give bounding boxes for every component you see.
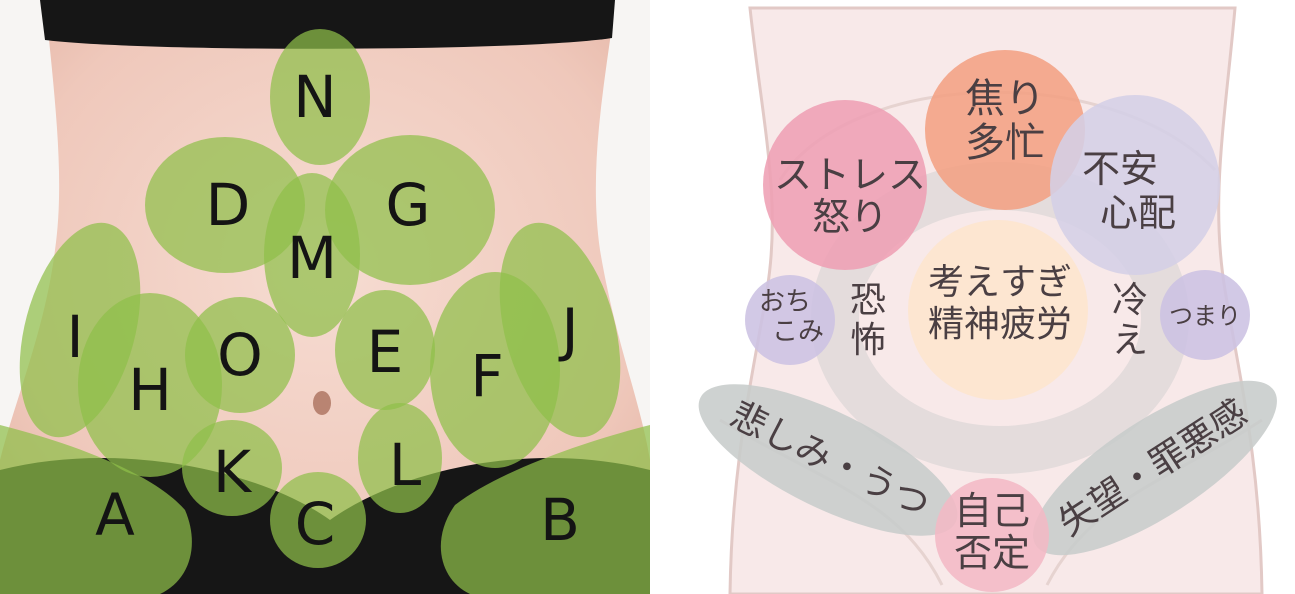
emotion-map-svg: 焦り 多忙 ストレス 怒り 不安 心配 考えすぎ 精神疲労 おち こみ 恐 怖 … bbox=[650, 0, 1295, 594]
label-fear-2: 怖 bbox=[850, 320, 886, 361]
abdomen-zone-illustration: N D G M I J H O E F K L C A B bbox=[0, 0, 650, 594]
label-cold-2: え bbox=[1112, 320, 1148, 361]
label-blockage: つまり bbox=[1169, 302, 1241, 330]
label-stress-anger-1: ストレス bbox=[774, 153, 926, 197]
label-worry-2: 心配 bbox=[1100, 191, 1176, 235]
label-self-denial-1: 自己 bbox=[954, 489, 1030, 533]
zone-letter-m: M bbox=[287, 224, 337, 292]
zone-letter-f: F bbox=[470, 342, 503, 410]
navel bbox=[313, 391, 331, 415]
zone-letter-e: E bbox=[367, 318, 404, 386]
zone-letter-h: H bbox=[128, 356, 172, 424]
zone-letter-k: K bbox=[213, 438, 253, 506]
zone-letter-i: I bbox=[66, 303, 83, 371]
zone-letter-b: B bbox=[540, 486, 580, 554]
zone-letter-a: A bbox=[95, 481, 135, 549]
label-stagnation-1: おち bbox=[759, 287, 811, 317]
label-overthinking-2: 精神疲労 bbox=[928, 304, 1072, 345]
label-anxiety-rush-2: 多忙 bbox=[965, 120, 1045, 166]
label-worry-1: 不安 bbox=[1082, 147, 1158, 191]
label-anxiety-rush-1: 焦り bbox=[965, 76, 1045, 122]
label-stress-anger-2: 怒り bbox=[812, 195, 888, 239]
label-self-denial-2: 否定 bbox=[954, 531, 1030, 575]
emotion-map-illustration: 焦り 多忙 ストレス 怒り 不安 心配 考えすぎ 精神疲労 おち こみ 恐 怖 … bbox=[650, 0, 1295, 594]
label-overthinking-1: 考えすぎ bbox=[928, 262, 1072, 303]
zone-letter-d: D bbox=[206, 171, 251, 239]
label-stagnation-2: こみ bbox=[772, 317, 824, 347]
label-fear-1: 恐 bbox=[850, 280, 886, 321]
label-cold-1: 冷 bbox=[1112, 280, 1148, 321]
zone-letter-n: N bbox=[293, 63, 336, 131]
zone-letter-l: L bbox=[389, 431, 421, 499]
zone-letter-g: G bbox=[386, 171, 431, 239]
zone-letter-c: C bbox=[295, 490, 336, 558]
zone-letter-j: J bbox=[558, 296, 578, 364]
abdomen-zone-photo: N D G M I J H O E F K L C A B bbox=[0, 0, 650, 594]
zone-letter-o: O bbox=[217, 321, 263, 389]
